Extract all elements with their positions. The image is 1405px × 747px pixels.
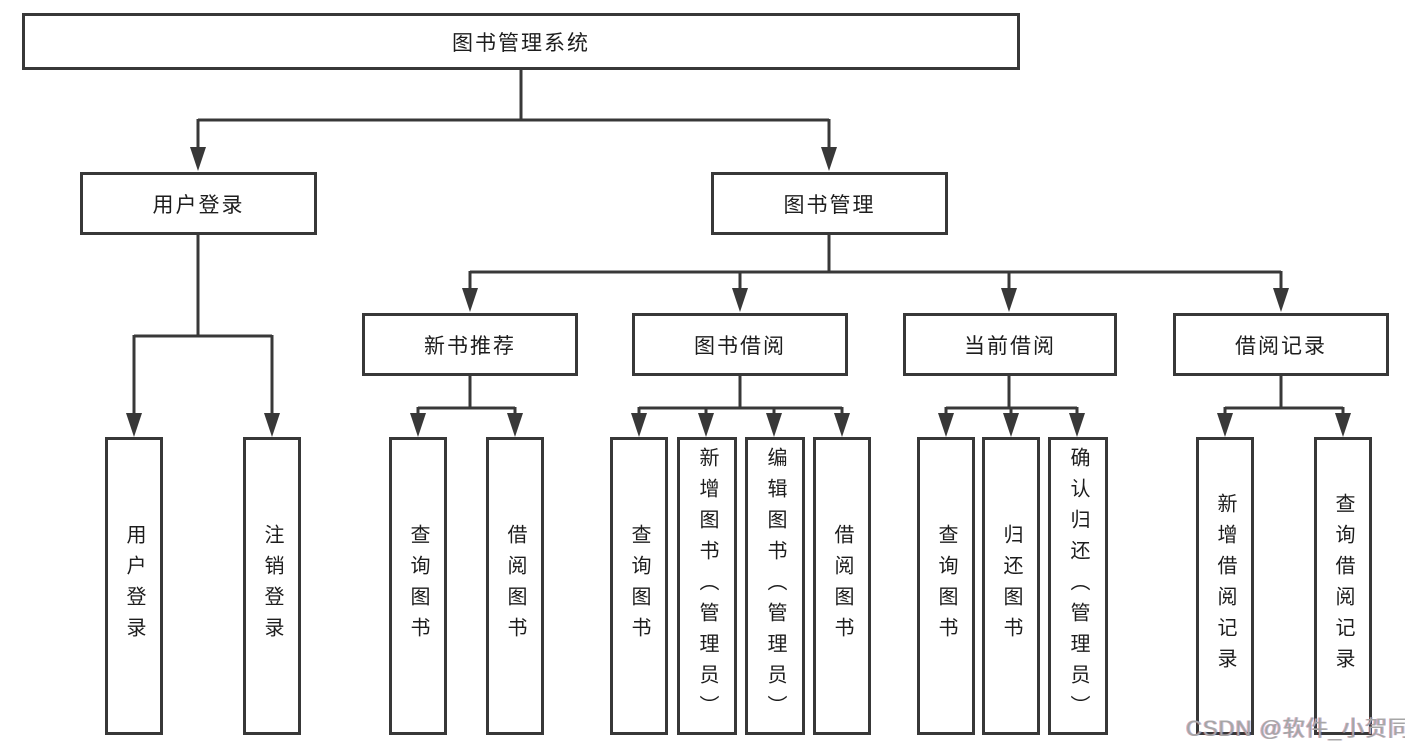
node-borrow-records: 借阅记录 [1173, 313, 1389, 376]
csdn-watermark: CSDN @软件_小贺同学 [1186, 716, 1405, 741]
arrowhead-icon [126, 413, 142, 437]
node-cb-confirm-return-admin: 确认归还（管理员） [1048, 437, 1108, 735]
arrowhead-icon [834, 413, 850, 437]
arrowhead-icon [698, 413, 714, 437]
node-bb-edit-books-admin: 编辑图书（管理员） [745, 437, 805, 735]
node-new-book-recommend: 新书推荐 [362, 313, 578, 376]
node-nb-borrow-books-label: 借阅图书 [504, 524, 526, 648]
arrowhead-icon [1335, 413, 1351, 437]
node-cb-return-books: 归还图书 [982, 437, 1040, 735]
node-cb-return-books-label: 归还图书 [1000, 524, 1022, 648]
node-br-add-record: 新增借阅记录 [1196, 437, 1254, 735]
arrowhead-icon [462, 288, 478, 312]
node-borrow-records-label: 借阅记录 [1235, 334, 1327, 358]
arrowhead-icon [264, 413, 280, 437]
node-bb-query-books: 查询图书 [610, 437, 668, 735]
node-nb-borrow-books: 借阅图书 [486, 437, 544, 735]
arrowhead-icon [938, 413, 954, 437]
node-book-management: 图书管理 [711, 172, 948, 235]
edge-new-book-children [416, 376, 517, 416]
arrowhead-icon [1069, 413, 1085, 437]
node-book-borrow: 图书借阅 [632, 313, 848, 376]
edge-current-borrow-children [944, 376, 1079, 416]
node-nb-query-books: 查询图书 [389, 437, 447, 735]
edge-borrow-records-children [1223, 376, 1345, 416]
node-user-login: 用户登录 [80, 172, 317, 235]
arrowhead-icon [1003, 413, 1019, 437]
node-current-borrow: 当前借阅 [903, 313, 1117, 376]
node-leaf-logout-label: 注销登录 [261, 524, 283, 648]
node-bb-borrow-books-label: 借阅图书 [831, 524, 853, 648]
node-bb-add-books-admin-label: 新增图书（管理员） [696, 446, 718, 726]
arrowhead-icon [1001, 288, 1017, 312]
node-leaf-user-login-label: 用户登录 [123, 524, 145, 648]
arrowhead-icon [507, 413, 523, 437]
node-book-management-label: 图书管理 [783, 193, 876, 217]
arrowhead-icon [410, 413, 426, 437]
node-bb-edit-books-admin-label: 编辑图书（管理员） [764, 446, 786, 726]
node-book-borrow-label: 图书借阅 [694, 334, 786, 358]
edge-book-borrow-children [637, 376, 844, 416]
arrowhead-icon [766, 413, 782, 437]
arrowhead-icon [631, 413, 647, 437]
arrowhead-icon [732, 288, 748, 312]
arrowhead-icon [1217, 413, 1233, 437]
node-bb-query-books-label: 查询图书 [628, 524, 650, 648]
edge-root-to-level2 [196, 70, 831, 150]
node-cb-confirm-return-admin-label: 确认归还（管理员） [1067, 446, 1089, 726]
node-nb-query-books-label: 查询图书 [407, 524, 429, 648]
edge-user-login-children [132, 235, 274, 416]
node-br-add-record-label: 新增借阅记录 [1214, 493, 1236, 679]
node-root-label: 图书管理系统 [452, 31, 590, 55]
node-br-query-record: 查询借阅记录 [1314, 437, 1372, 735]
node-user-login-label: 用户登录 [152, 193, 245, 217]
node-br-query-record-label: 查询借阅记录 [1332, 493, 1354, 679]
node-leaf-logout: 注销登录 [243, 437, 301, 735]
node-cb-query-books-label: 查询图书 [935, 524, 957, 648]
node-root: 图书管理系统 [22, 13, 1020, 70]
node-bb-add-books-admin: 新增图书（管理员） [677, 437, 737, 735]
edge-book-mgmt-children [468, 235, 1283, 291]
arrowhead-icon [1273, 288, 1289, 312]
node-current-borrow-label: 当前借阅 [964, 334, 1056, 358]
node-leaf-user-login: 用户登录 [105, 437, 163, 735]
arrowhead-icon [190, 147, 206, 171]
node-new-book-recommend-label: 新书推荐 [424, 334, 516, 358]
arrowhead-icon [821, 147, 837, 171]
node-bb-borrow-books: 借阅图书 [813, 437, 871, 735]
node-cb-query-books: 查询图书 [917, 437, 975, 735]
